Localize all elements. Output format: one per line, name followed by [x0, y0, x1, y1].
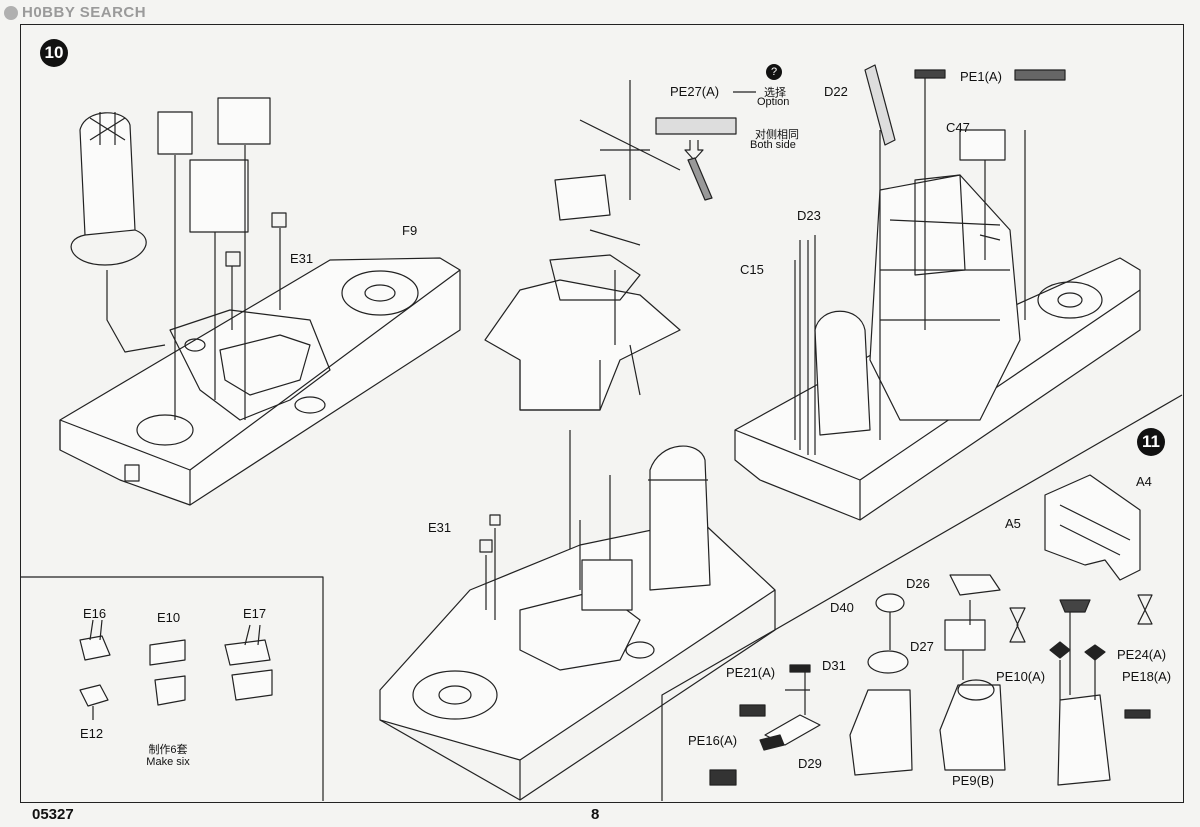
inset-parts-drawing [79, 619, 273, 720]
option-icon: ? [766, 64, 782, 80]
hobby-search-logo-icon [4, 5, 18, 20]
label-pe9b: PE9(B) [952, 773, 994, 788]
label-pe24a: PE24(A) [1117, 647, 1167, 662]
label-pe16a: PE16(A) [688, 733, 738, 748]
center-deck-drawing [379, 445, 776, 801]
label-e31-top: E31 [290, 251, 314, 266]
label-a5: A5 [1005, 516, 1021, 531]
label-c15: C15 [740, 262, 764, 277]
label-option-en: Option [757, 96, 790, 108]
left-deck-drawing [59, 97, 461, 506]
step11-parts-drawing [709, 474, 1153, 786]
watermark-text: H0BBY SEARCH [22, 4, 147, 21]
label-d27: D27 [910, 639, 934, 654]
label-pe27a: PE27(A) [670, 84, 720, 99]
divider-inset [20, 576, 324, 801]
label-e12: E12 [80, 726, 104, 741]
label-pe18a: PE18(A) [1122, 669, 1172, 684]
label-a4: A4 [1136, 474, 1152, 489]
center-superstructure-drawing [484, 80, 681, 680]
step-11-badge: 11 [1137, 428, 1165, 456]
step-10-badge: 10 [40, 39, 68, 67]
label-both-side-en: Both side [750, 139, 796, 151]
label-e10: E10 [157, 610, 181, 625]
label-pe1a: PE1(A) [960, 69, 1002, 84]
divider-step11 [661, 394, 1183, 801]
pe27-option-drawing [655, 91, 756, 201]
label-d40: D40 [830, 600, 854, 615]
label-d29: D29 [798, 756, 822, 771]
product-code: 05327 [32, 806, 74, 823]
page-frame [20, 24, 1184, 803]
label-d31: D31 [822, 658, 846, 673]
label-e31-mid: E31 [428, 520, 452, 535]
label-make-six-en: Make six [146, 756, 190, 768]
watermark: H0BBY SEARCH [4, 4, 146, 21]
label-c47: C47 [946, 120, 970, 135]
label-d22: D22 [824, 84, 848, 99]
label-d23: D23 [797, 208, 821, 223]
label-e17: E17 [243, 606, 267, 621]
label-make-six-cn: 制作6套 [148, 744, 188, 756]
label-e16: E16 [83, 606, 107, 621]
label-pe21a: PE21(A) [726, 665, 776, 680]
label-both-side-cn: 对侧相同 [755, 129, 799, 141]
label-f9: F9 [402, 223, 418, 238]
right-assembly-drawing [734, 64, 1141, 521]
label-pe10a: PE10(A) [996, 669, 1046, 684]
label-option-cn: 选择 [764, 87, 786, 99]
page-number: 8 [591, 806, 600, 823]
label-d26: D26 [906, 576, 930, 591]
